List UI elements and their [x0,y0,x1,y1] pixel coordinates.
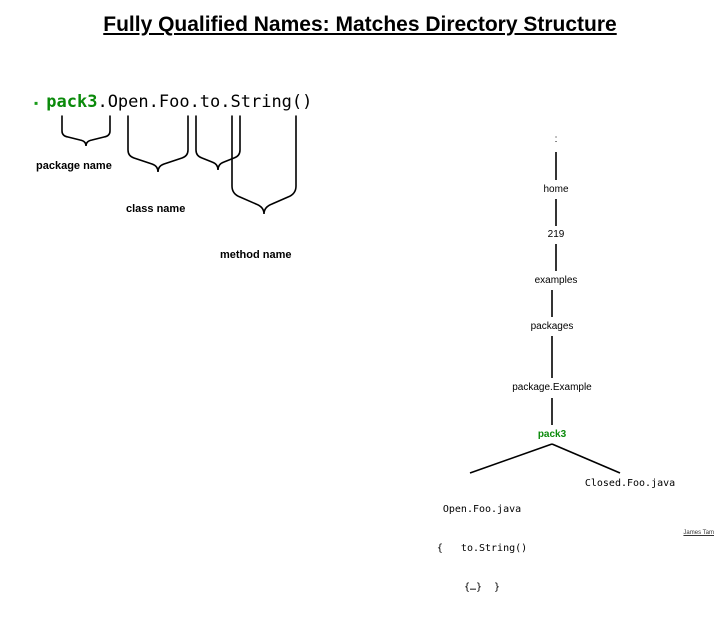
leaf-line-3: {…} } [463,582,501,593]
credit-label: James Tam [683,530,714,536]
fully-qualified-name-code: pack3.Open.Foo.to.String() [46,92,312,112]
page-title: Fully Qualified Names: Matches Directory… [103,13,617,36]
bullet-marker-icon: ▪ [34,96,39,110]
annotation-class-name: class name [126,203,186,215]
tree-leaf-closed-foo: Closed.Foo.java [584,478,676,489]
tree-node-examples: examples [534,275,578,286]
connector-overlay [61,115,621,474]
tree-node-package-example: package.Example [512,382,592,393]
tree-node-packages: packages [530,321,574,332]
slide-canvas: Fully Qualified Names: Matches Directory… [34,13,714,593]
code-remainder-segment: .Open.Foo.to.String() [97,92,313,112]
leaf-line-2: { to.String() [436,543,528,554]
annotation-package-name: package name [36,160,112,172]
code-package-segment: pack3 [46,92,98,112]
tree-node-pack3: pack3 [537,429,567,440]
annotation-method-name: method name [220,249,292,261]
code-bullet-row: ▪ pack3.Open.Foo.to.String() [34,92,312,112]
tree-node-root: : [554,134,558,145]
leaf-line-1: Open.Foo.java [442,504,522,515]
tree-leaf-open-foo: Open.Foo.java { to.String() {…} } [412,477,552,620]
tree-node-219: 219 [547,229,565,240]
tree-node-home: home [543,184,569,195]
